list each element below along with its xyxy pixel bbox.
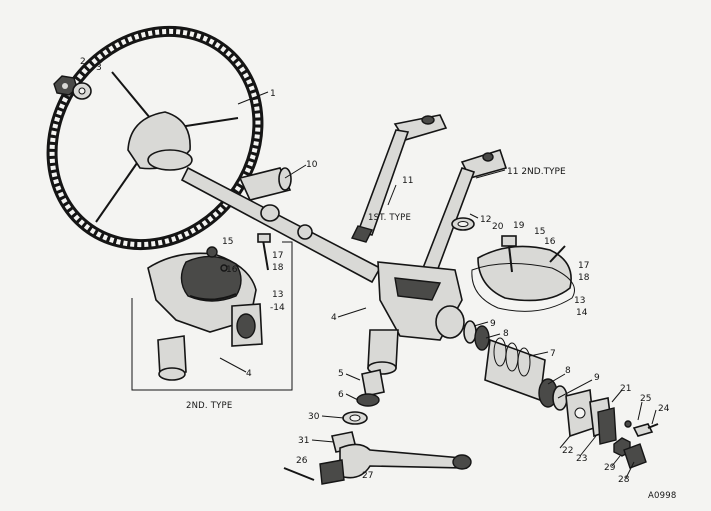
label-30: 30 [308, 412, 320, 422]
label-25: 25 [640, 394, 651, 404]
label-14-right: 14 [576, 308, 588, 318]
label-24: 24 [658, 404, 670, 414]
caption-first-type: 1ST. TYPE [368, 213, 411, 223]
label-2: 2 [80, 57, 86, 67]
drop-arm-second-type [414, 149, 508, 291]
label-19: 19 [513, 221, 525, 231]
drop-arm-first-type [350, 114, 448, 243]
label-29: 29 [604, 463, 616, 473]
steering-wheel [46, 25, 264, 251]
lower-bushes [331, 369, 385, 453]
label-3: 3 [96, 63, 102, 73]
label-14-left: -14 [270, 303, 285, 313]
label-21: 21 [620, 384, 631, 394]
nut-and-washer [53, 75, 92, 100]
label-23: 23 [576, 454, 587, 464]
label-17-right: 17 [578, 261, 589, 271]
label-4-main: 4 [331, 313, 337, 323]
label-9-upper: 9 [490, 319, 496, 329]
label-6: 6 [338, 390, 344, 400]
label-15-right: 15 [534, 227, 545, 237]
label-5: 5 [338, 369, 344, 379]
label-11-second: 11 2ND.TYPE [507, 167, 566, 177]
label-8-upper: 8 [503, 329, 509, 339]
second-type-inset [131, 233, 293, 391]
label-22: 22 [562, 446, 573, 456]
label-11-first: 11 [402, 176, 413, 186]
label-27: 27 [362, 471, 373, 481]
label-13-right: 13 [574, 296, 585, 306]
leader-lines [219, 91, 657, 479]
top-cover-right [471, 235, 575, 312]
label-10: 10 [306, 160, 318, 170]
label-12: 12 [480, 215, 491, 225]
label-4-inset: 4 [246, 369, 252, 379]
adjuster-parts [597, 407, 659, 469]
label-17-left: 17 [272, 251, 283, 261]
caption-second-type: 2ND. TYPE [186, 401, 232, 411]
steering-box-main [367, 261, 465, 375]
label-18-left: 18 [272, 263, 284, 273]
label-31: 31 [298, 436, 309, 446]
label-9-lower: 9 [594, 373, 600, 383]
label-28: 28 [618, 475, 630, 485]
part-labels: 2 3 1 10 11 1ST. TYPE 11 2ND.TYPE 12 20 … [80, 57, 676, 501]
label-15-left: 15 [222, 237, 233, 247]
label-8-lower: 8 [565, 366, 571, 376]
label-20: 20 [492, 222, 504, 232]
label-1: 1 [270, 89, 276, 99]
reference-code: A0998 [648, 491, 676, 501]
drop-arm-lower [283, 443, 472, 485]
label-7: 7 [550, 349, 556, 359]
steering-column [180, 166, 382, 284]
bush-10 [238, 167, 292, 201]
label-13-left: 13 [272, 290, 283, 300]
worm-and-bearings [463, 320, 568, 411]
label-16-left: 16 [226, 265, 238, 275]
washer-12-hole [457, 221, 469, 227]
label-18-right: 18 [578, 273, 590, 283]
label-26: 26 [296, 456, 308, 466]
label-16-right: 16 [544, 237, 556, 247]
